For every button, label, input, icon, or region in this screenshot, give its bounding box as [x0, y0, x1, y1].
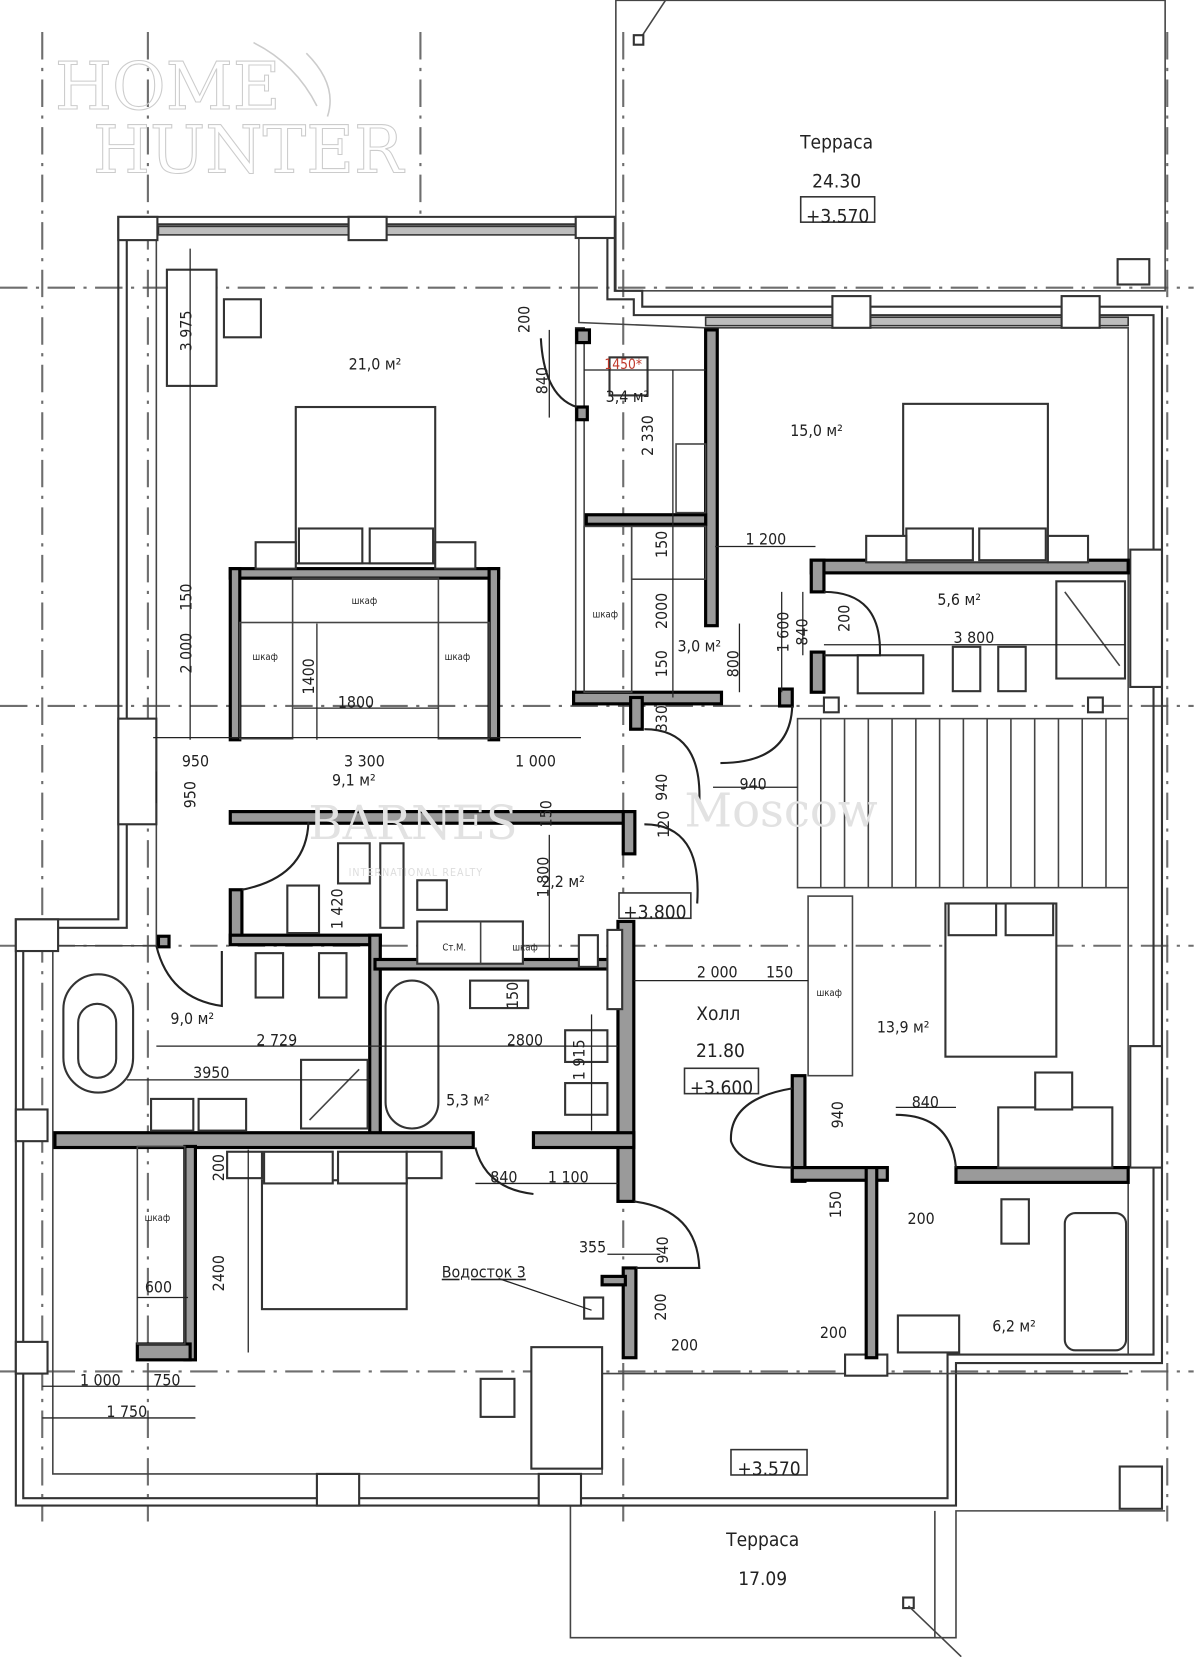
dimension: 120	[654, 811, 673, 838]
eagle-logo-icon	[253, 41, 331, 117]
room-area: 2,2 м²	[541, 872, 585, 891]
hall-level: +3.600	[690, 1077, 753, 1099]
dimension: 2 330	[638, 415, 657, 456]
wardrobe-label: шкаф	[593, 610, 619, 621]
wardrobe-label: шкаф	[252, 652, 278, 663]
wardrobe-label: шкаф	[145, 1213, 171, 1224]
wardrobe-label: шкаф	[512, 942, 538, 953]
dimension: 3 975	[176, 311, 195, 352]
dimension: 1 750	[106, 1402, 147, 1421]
dimension: 3 300	[344, 751, 385, 770]
dimension: 1 000	[80, 1370, 121, 1389]
hall-name: Холл	[696, 1003, 740, 1025]
hall-area: 21.80	[696, 1040, 745, 1062]
dimension: 940	[828, 1101, 847, 1128]
room-area: 6,2 м²	[992, 1317, 1036, 1336]
dimension: 3 800	[954, 628, 995, 647]
dimension: 840	[490, 1168, 517, 1187]
dimension: 150	[652, 531, 671, 558]
terrace-name: Терраса	[799, 131, 873, 153]
dimension: 800	[724, 650, 743, 677]
dimension: 150	[766, 963, 793, 982]
room-area: 3,4 м²	[606, 387, 650, 406]
dimension: 950	[181, 781, 200, 808]
dimension: 1 000	[515, 751, 556, 770]
dimension: 150	[652, 650, 671, 677]
dimension: 1 200	[745, 530, 786, 549]
room-area: 9,1 м²	[332, 770, 376, 789]
watermark-hunter: HUNTER	[93, 113, 405, 189]
wardrobe-label: шкаф	[816, 988, 842, 999]
level-mark: +3.800	[623, 902, 686, 924]
dimension: 940	[652, 774, 671, 801]
dimension: 2 729	[256, 1030, 297, 1049]
dimension: 600	[145, 1278, 172, 1297]
dimension: 2400	[209, 1255, 228, 1291]
highlighted-dimension: 1450*	[604, 357, 642, 373]
watermark-barnes: BARNES	[308, 796, 517, 850]
terrace-level: +3.570	[737, 1458, 800, 1480]
watermark-barnes-sub: INTERNATIONAL REALTY	[349, 867, 484, 879]
room-area: 5,6 м²	[937, 590, 981, 609]
dimension: 1 420	[328, 888, 347, 929]
terrace-name: Терраса	[725, 1529, 799, 1551]
dimension: 1 100	[548, 1168, 589, 1187]
dimension: 330	[652, 705, 671, 732]
dimension: 200	[651, 1293, 670, 1320]
room-area: 5,3 м²	[446, 1091, 490, 1110]
dimension: 200	[908, 1209, 935, 1228]
dimension: 940	[653, 1236, 672, 1263]
dimension: 1 915	[569, 1039, 588, 1080]
dimension: 1 600	[773, 612, 792, 653]
plan-labels: Терраса24.30+3.570Терраса17.09+3.570Холл…	[80, 131, 1036, 1590]
dimension: 1800	[338, 692, 374, 711]
doors	[155, 338, 958, 1269]
dimension: 150	[537, 800, 556, 827]
dimension: 2 000	[697, 963, 738, 982]
level-marks	[618, 196, 876, 1476]
room-area: 9,0 м²	[170, 1009, 214, 1028]
watermark-moscow: Moscow	[685, 783, 878, 837]
dimension: 840	[532, 367, 551, 394]
washing-machine-label: Ст.М.	[442, 942, 466, 953]
dimension: 150	[826, 1191, 845, 1218]
dimension-lines	[42, 248, 1125, 1419]
dimension: 3950	[193, 1063, 229, 1082]
dimension: 2000	[652, 593, 671, 629]
room-area: 13,9 м²	[877, 1018, 930, 1037]
watermark-home: HOME	[55, 49, 281, 125]
dimension: 150	[176, 584, 195, 611]
terrace-area: 24.30	[812, 171, 861, 193]
dimension: 200	[835, 605, 854, 632]
dimension: 355	[579, 1237, 606, 1256]
dimension: 2 000	[176, 633, 195, 674]
wardrobe-label: шкаф	[445, 652, 471, 663]
dimension: 1 800	[534, 857, 553, 898]
dimension: 950	[182, 751, 209, 770]
dimension: 840	[792, 618, 811, 645]
terraces-outline	[569, 0, 1166, 1657]
interior-walls	[53, 327, 1130, 1362]
room-area: 3,0 м²	[677, 636, 721, 655]
terrace-level: +3.570	[806, 205, 869, 227]
room-area: 15,0 м²	[790, 421, 843, 440]
dimension: 750	[153, 1370, 180, 1389]
furniture	[62, 268, 1128, 1470]
dimension: 200	[209, 1154, 228, 1181]
drain-annotation: Водосток 3	[442, 1263, 526, 1282]
room-area: 21,0 м²	[349, 354, 402, 373]
dimension: 200	[671, 1336, 698, 1355]
watermarks: HOME HUNTER BARNES INTERNATIONAL REALTY …	[54, 41, 878, 879]
dimension: 200	[515, 306, 534, 333]
terrace-area: 17.09	[738, 1568, 787, 1590]
wardrobe-label: шкаф	[352, 596, 378, 607]
dimension: 840	[912, 1093, 939, 1112]
stairs	[796, 696, 1129, 889]
dimension: 940	[740, 775, 767, 794]
dimension: 2800	[507, 1030, 543, 1049]
dimension: 150	[503, 982, 522, 1009]
dimension: 1400	[299, 658, 318, 694]
dimension: 200	[820, 1323, 847, 1342]
